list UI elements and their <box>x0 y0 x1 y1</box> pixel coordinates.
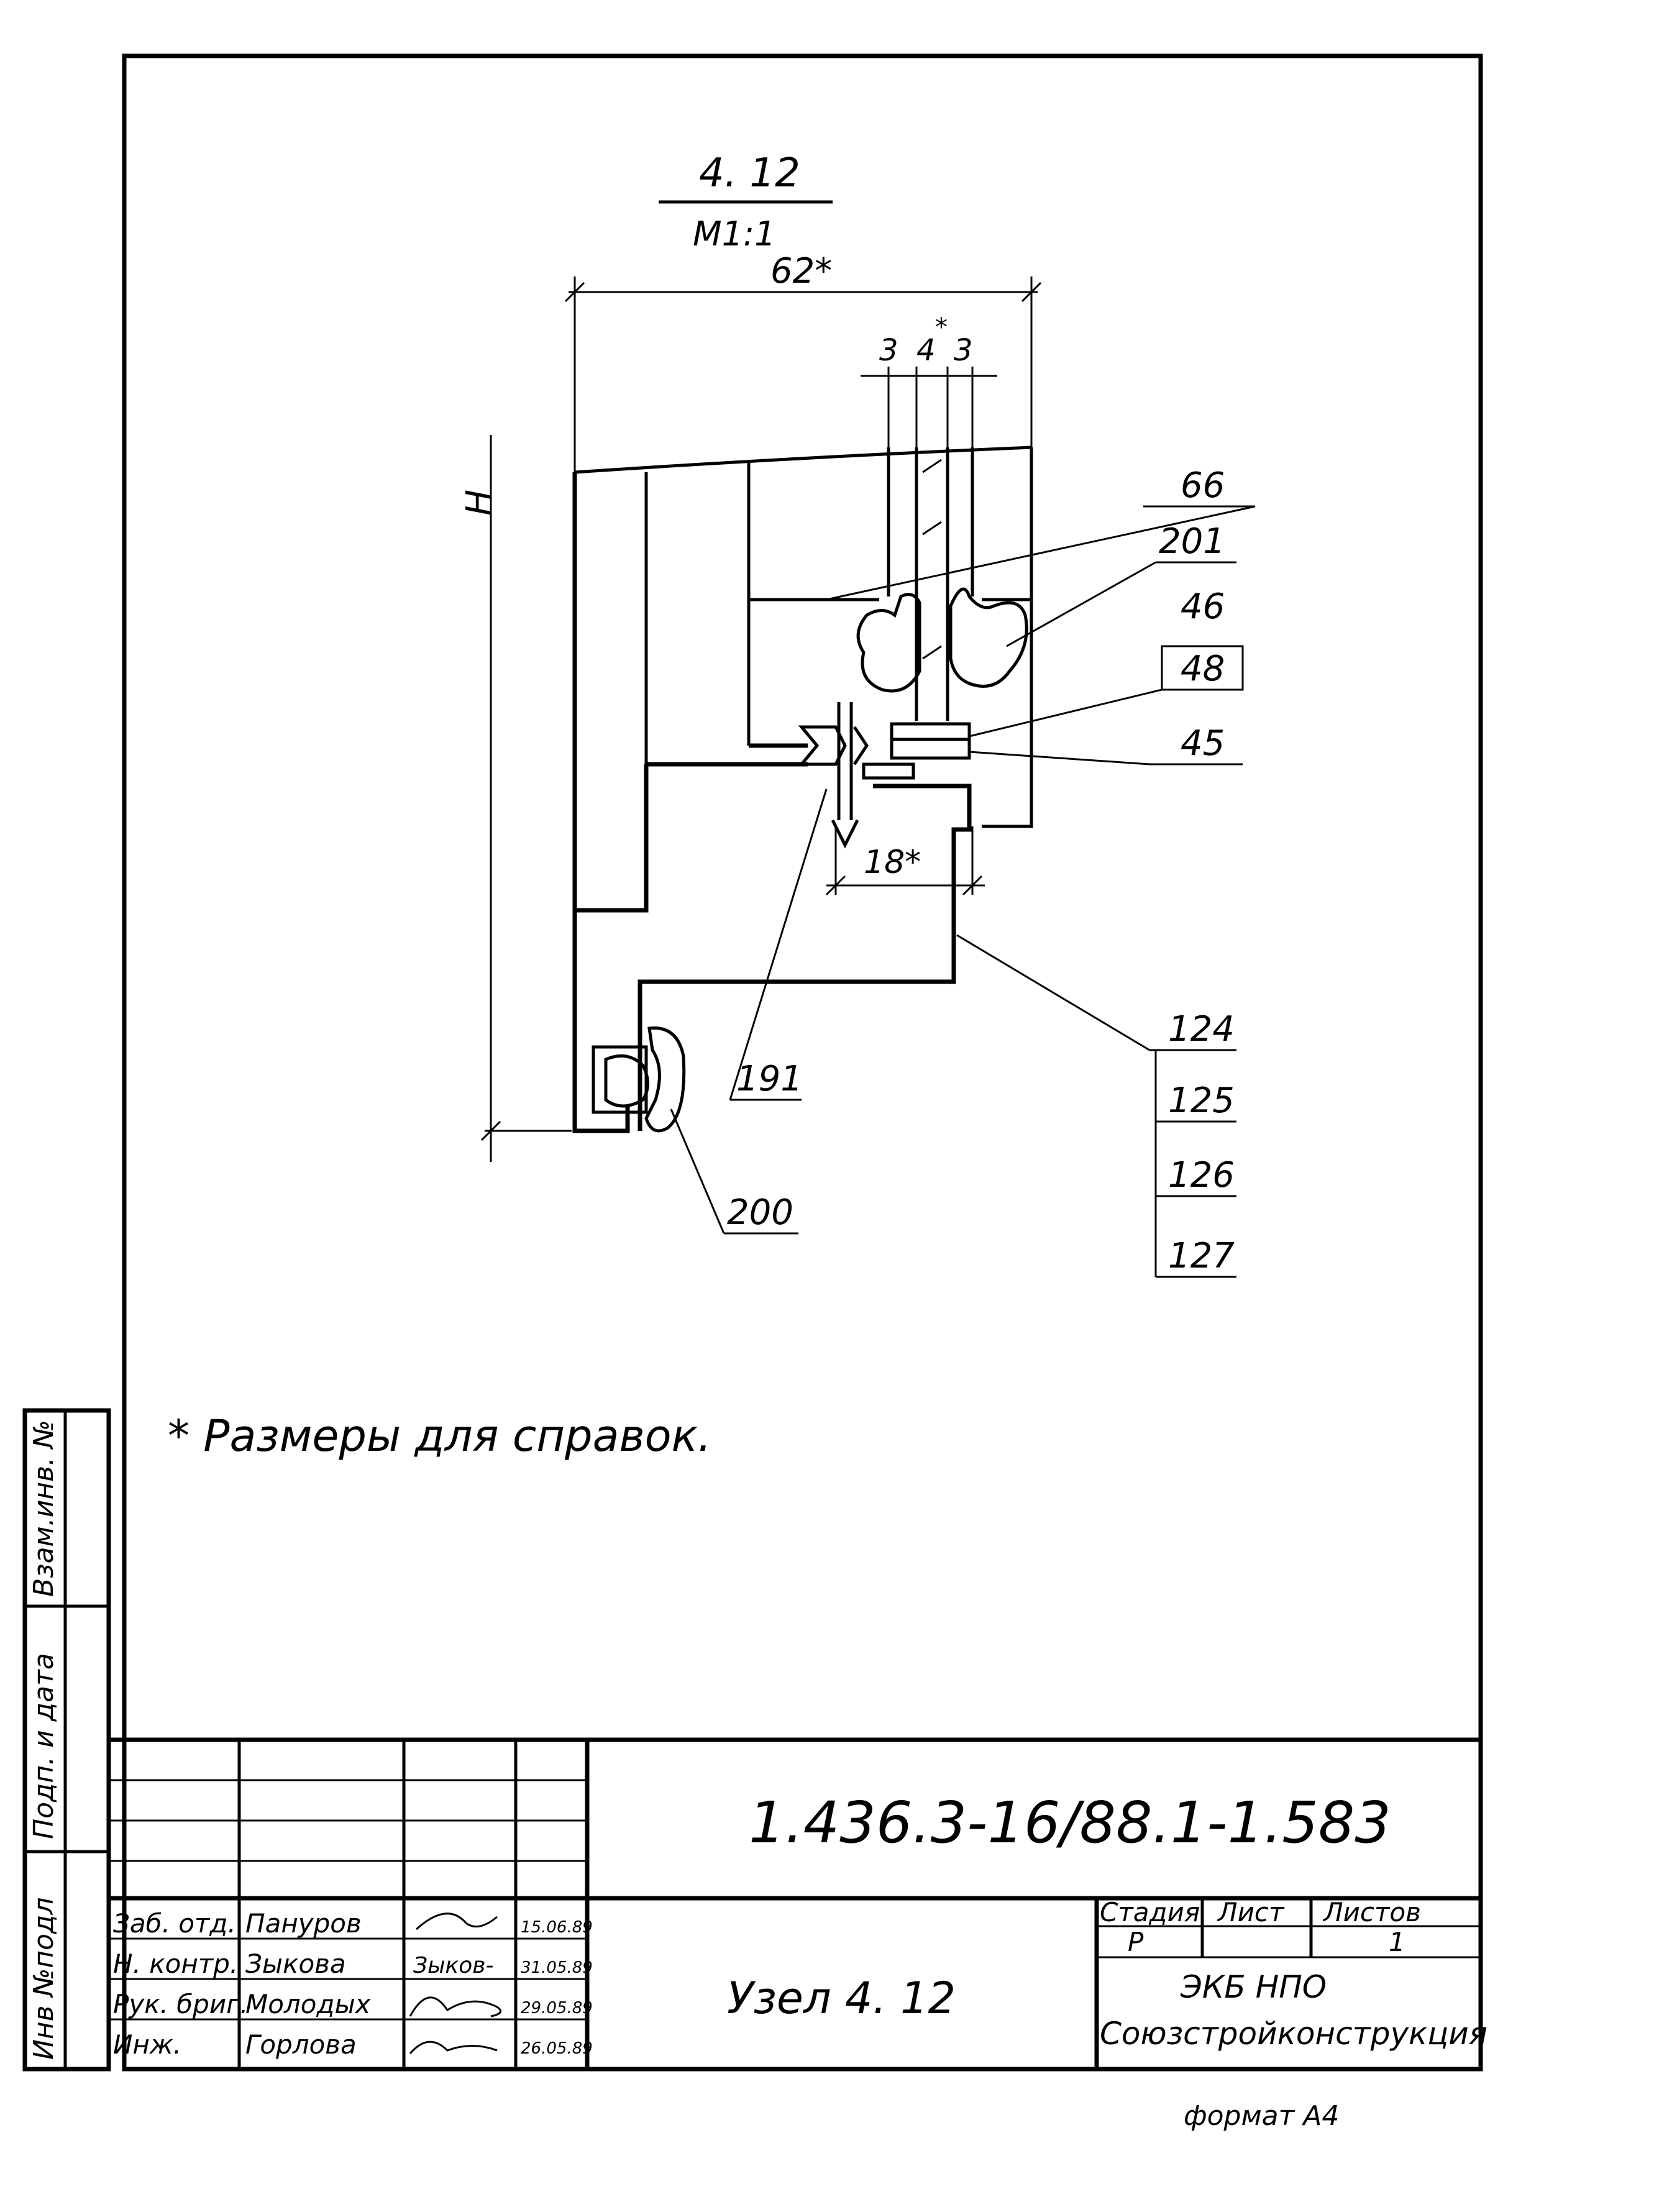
signature-date: 29.05.89 <box>521 1999 593 2018</box>
glass-center-dim: 4 <box>916 333 936 368</box>
glass-pane <box>915 447 949 721</box>
height-dimension: H <box>459 435 572 1162</box>
callout-127: 127 <box>1168 1236 1235 1276</box>
signature-date: 15.06.89 <box>521 1918 593 1937</box>
callout-48: 48 <box>1181 649 1225 689</box>
signature-name: Горлова <box>245 2029 357 2060</box>
detail-header: 4. 12 M1:1 <box>659 150 833 254</box>
overall-width-dimension: 62* <box>564 251 1042 472</box>
callout-labels: 66 201 46 48 45 191 124 125 126 127 200 <box>727 465 1235 1276</box>
seal-right <box>949 587 1028 688</box>
callout-126: 126 <box>1168 1155 1235 1195</box>
signature-name: Пануров <box>245 1908 362 1939</box>
overall-width-label: 62* <box>770 251 832 291</box>
callout-200: 200 <box>727 1192 793 1233</box>
sheets-value: 1 <box>1389 1927 1405 1957</box>
signature-role: Инж. <box>113 2029 181 2060</box>
header-stage: Стадия <box>1100 1897 1200 1927</box>
glass-left-dim: 3 <box>879 333 898 368</box>
drawing-title: Узел 4. 12 <box>727 1973 956 2024</box>
signature-role: Рук. бриг. <box>113 1989 249 2019</box>
offset-label: 18* <box>864 844 921 881</box>
stamp-replace-inv: Взам.инв. № <box>28 1420 60 1597</box>
title-block: 1.436.3-16/88.1-1.583 Узел 4. 12 Стадия … <box>109 1737 1487 2069</box>
setting-block <box>890 722 971 760</box>
header-sheets: Листов <box>1322 1897 1421 1927</box>
seal-bottom <box>592 1026 686 1133</box>
organization-line2: Союзстройконструкция <box>1100 2016 1487 2052</box>
header-sheet: Лист <box>1217 1897 1285 1927</box>
height-label: H <box>459 490 500 516</box>
reference-note: * Размеры для справок. <box>168 1410 711 1461</box>
callout-191: 191 <box>736 1059 803 1099</box>
leader-lines <box>670 505 1256 1278</box>
signature-name: Молодых <box>245 1989 372 2019</box>
detail-number: 4. 12 <box>699 150 800 196</box>
callout-45: 45 <box>1181 723 1225 764</box>
organization-line1: ЭКБ НПО <box>1180 1969 1327 2005</box>
callout-125: 125 <box>1168 1081 1235 1121</box>
stamp-sign-date: Подп. и дата <box>28 1653 60 1839</box>
signature-date: 31.05.89 <box>521 1958 593 1977</box>
glass-dimension: 3 4 * 3 <box>861 313 997 447</box>
document-code: 1.436.3-16/88.1-1.583 <box>749 1789 1391 1856</box>
callout-46: 46 <box>1181 587 1225 627</box>
drawing-frame <box>122 53 1483 2072</box>
signature-role: Заб. отд. <box>113 1908 236 1939</box>
stamp-inv-orig: Инв №подл <box>28 1897 60 2060</box>
frame-profile <box>572 446 1033 1133</box>
detail-scale: M1:1 <box>693 214 776 254</box>
glass-star-mark: * <box>935 313 948 342</box>
signature-date: 26.05.89 <box>521 2039 593 2058</box>
callout-124: 124 <box>1168 1009 1235 1049</box>
callout-66: 66 <box>1181 465 1225 506</box>
seal-left <box>856 593 921 693</box>
signature-role: Н. контр. <box>113 1949 238 1979</box>
stage-value: Р <box>1128 1927 1144 1957</box>
offset-dimension: 18* <box>825 826 985 896</box>
callout-201: 201 <box>1159 521 1225 562</box>
signature-mark: Зыков- <box>413 1953 493 1978</box>
clip-and-screw <box>798 702 915 849</box>
paper-format: формат А4 <box>1184 2100 1339 2132</box>
glass-right-dim: 3 <box>954 333 973 368</box>
side-stamp: Взам.инв. № Подп. и дата Инв №подл <box>22 1408 111 2072</box>
signature-name: Зыкова <box>245 1949 346 1979</box>
